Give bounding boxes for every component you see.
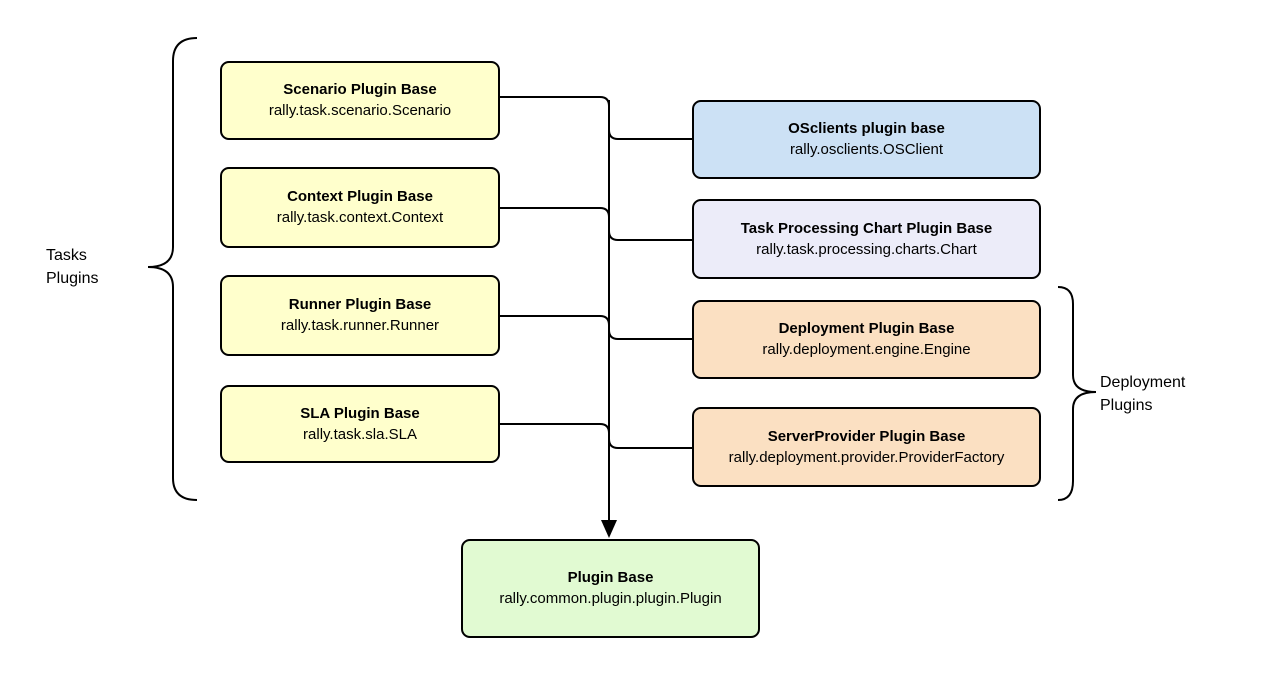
node-deployment-title: Deployment Plugin Base <box>778 320 955 337</box>
node-deployment-subtitle: rally.deployment.engine.Engine <box>762 341 971 358</box>
node-osclients-plugin-base: OSclients plugin base rally.osclients.OS… <box>692 100 1041 179</box>
deployment-plugins-label: Deployment Plugins <box>1100 371 1185 417</box>
deployment-plugins-label-line2: Plugins <box>1100 397 1153 414</box>
connector-runner-trunk <box>500 315 610 326</box>
connector-trunk-serverprovider <box>608 438 692 449</box>
node-sla-plugin-base: SLA Plugin Base rally.task.sla.SLA <box>220 385 500 463</box>
deployment-brace <box>1057 286 1097 501</box>
node-context-plugin-base: Context Plugin Base rally.task.context.C… <box>220 167 500 248</box>
node-osclients-title: OSclients plugin base <box>788 120 945 137</box>
node-plugin-base-subtitle: rally.common.plugin.plugin.Plugin <box>499 590 722 607</box>
node-runner-subtitle: rally.task.runner.Runner <box>280 317 440 334</box>
tasks-brace <box>147 37 198 501</box>
node-runner-title: Runner Plugin Base <box>288 296 432 313</box>
connector-context-trunk <box>500 207 610 218</box>
node-sla-title: SLA Plugin Base <box>300 404 420 422</box>
node-runner-plugin-base: Runner Plugin Base rally.task.runner.Run… <box>220 275 500 356</box>
connector-trunk-chart <box>608 230 692 241</box>
tasks-plugins-label-line2: Plugins <box>46 270 99 287</box>
node-plugin-base: Plugin Base rally.common.plugin.plugin.P… <box>461 539 760 638</box>
node-chart-subtitle: rally.task.processing.charts.Chart <box>756 240 977 258</box>
node-sla-subtitle: rally.task.sla.SLA <box>303 425 417 443</box>
deployment-plugins-label-line1: Deployment <box>1100 374 1186 391</box>
node-scenario-title: Scenario Plugin Base <box>283 81 437 98</box>
connector-trunk-osclients <box>608 129 692 140</box>
node-plugin-base-title: Plugin Base <box>567 569 654 586</box>
node-deployment-plugin-base: Deployment Plugin Base rally.deployment.… <box>692 300 1041 379</box>
connector-scenario-trunk <box>500 96 610 107</box>
node-serverprovider-plugin-base: ServerProvider Plugin Base rally.deploym… <box>692 407 1041 487</box>
node-context-title: Context Plugin Base <box>287 188 433 205</box>
arrowhead-down <box>601 520 617 538</box>
node-chart-title: Task Processing Chart Plugin Base <box>740 219 993 237</box>
node-osclients-subtitle: rally.osclients.OSClient <box>789 141 944 158</box>
node-scenario-plugin-base: Scenario Plugin Base rally.task.scenario… <box>220 61 500 140</box>
tasks-plugins-label-line1: Tasks <box>46 247 87 264</box>
node-context-subtitle: rally.task.context.Context <box>276 209 444 226</box>
node-scenario-subtitle: rally.task.scenario.Scenario <box>268 102 452 119</box>
node-serverprovider-title: ServerProvider Plugin Base <box>767 427 966 445</box>
node-serverprovider-subtitle: rally.deployment.provider.ProviderFactor… <box>728 448 1005 466</box>
connector-trunk-deployment <box>608 329 692 340</box>
connector-sla-trunk <box>500 423 610 434</box>
tasks-plugins-label: Tasks Plugins <box>46 244 98 290</box>
node-task-processing-chart-plugin-base: Task Processing Chart Plugin Base rally.… <box>692 199 1041 279</box>
